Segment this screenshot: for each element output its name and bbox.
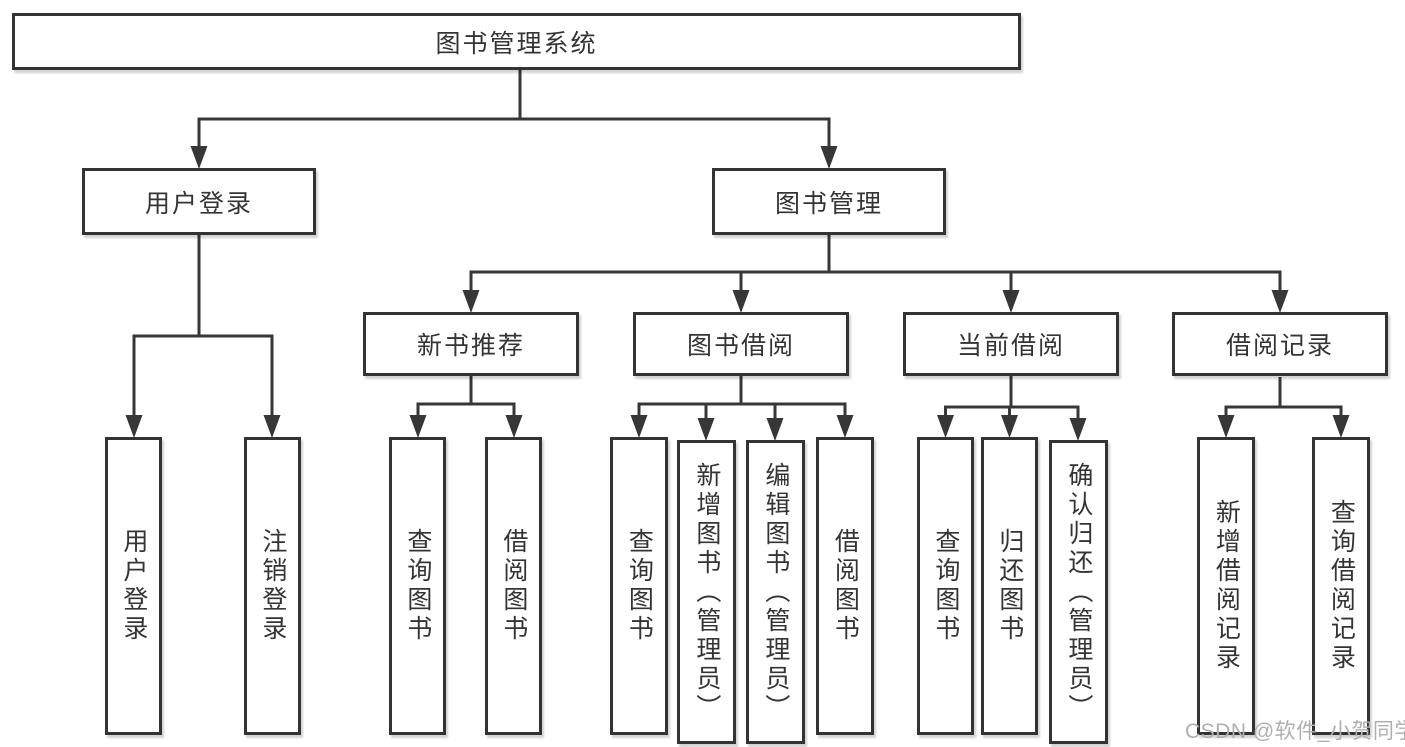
leaf-borrow-query-book: 查询图书 xyxy=(610,437,668,735)
leaf-confirm-return-admin: 确认归还（管理员） xyxy=(1049,440,1108,744)
node-new-book-recommend: 新书推荐 xyxy=(363,312,579,376)
connector-line xyxy=(637,375,847,420)
arrowhead-down-icon xyxy=(1002,290,1020,313)
arrowhead-down-icon xyxy=(505,415,523,438)
arrowhead-down-icon xyxy=(697,418,715,441)
leaf-user-login: 用户登录 xyxy=(105,437,162,735)
csdn-watermark: CSDN @软件_小贺同学 xyxy=(1185,720,1405,743)
arrowhead-down-icon xyxy=(263,415,281,438)
arrowhead-down-icon xyxy=(630,415,648,438)
leaf-logout-login: 注销登录 xyxy=(244,437,301,735)
arrowhead-down-icon xyxy=(820,146,838,169)
node-current-borrow: 当前借阅 xyxy=(903,312,1119,376)
node-user-login: 用户登录 xyxy=(82,168,316,235)
leaf-return-book: 归还图书 xyxy=(981,437,1038,735)
connector-line xyxy=(416,375,516,417)
node-book-borrow: 图书借阅 xyxy=(633,312,849,376)
connector-borrow-record-to-leaves xyxy=(1217,377,1350,438)
connector-line xyxy=(197,69,831,148)
leaf-recommend-query-book: 查询图书 xyxy=(389,437,446,735)
connector-line xyxy=(1224,377,1343,417)
leaf-add-borrow-record: 新增借阅记录 xyxy=(1197,437,1255,735)
arrowhead-down-icon xyxy=(1001,415,1018,438)
arrowhead-down-icon xyxy=(732,290,750,313)
arrowhead-down-icon xyxy=(937,415,954,438)
arrowhead-down-icon xyxy=(766,418,784,441)
node-library-management-system: 图书管理系统 xyxy=(12,13,1021,70)
arrowhead-down-icon xyxy=(125,415,143,438)
connector-line xyxy=(469,235,1282,292)
leaf-recommend-borrow-book: 借阅图书 xyxy=(485,437,542,735)
connector-root-to-level2 xyxy=(190,69,838,169)
connector-book-borrow-to-leaves xyxy=(630,375,854,441)
connector-user-login-to-leaves xyxy=(125,235,281,438)
connector-book-management-to-level3 xyxy=(462,235,1289,313)
leaf-query-borrow-record: 查询借阅记录 xyxy=(1312,437,1370,735)
leaf-borrow-book: 借阅图书 xyxy=(816,437,874,735)
leaf-current-query-book: 查询图书 xyxy=(917,437,974,735)
arrowhead-down-icon xyxy=(190,146,208,169)
leaf-edit-book-admin: 编辑图书（管理员） xyxy=(746,440,805,744)
arrowhead-down-icon xyxy=(1271,290,1289,313)
connector-new-book-to-leaves xyxy=(409,375,523,438)
arrowhead-down-icon xyxy=(836,415,854,438)
connector-current-borrow-to-leaves xyxy=(937,375,1087,441)
connector-line xyxy=(132,235,274,417)
arrowhead-down-icon xyxy=(409,415,427,438)
leaf-add-book-admin: 新增图书（管理员） xyxy=(677,440,736,744)
arrowhead-down-icon xyxy=(1069,418,1087,441)
arrowhead-down-icon xyxy=(462,290,480,313)
node-borrow-records: 借阅记录 xyxy=(1172,312,1388,376)
arrowhead-down-icon xyxy=(1217,415,1235,438)
connector-line xyxy=(944,375,1080,420)
arrowhead-down-icon xyxy=(1332,415,1350,438)
node-book-management: 图书管理 xyxy=(712,168,946,235)
